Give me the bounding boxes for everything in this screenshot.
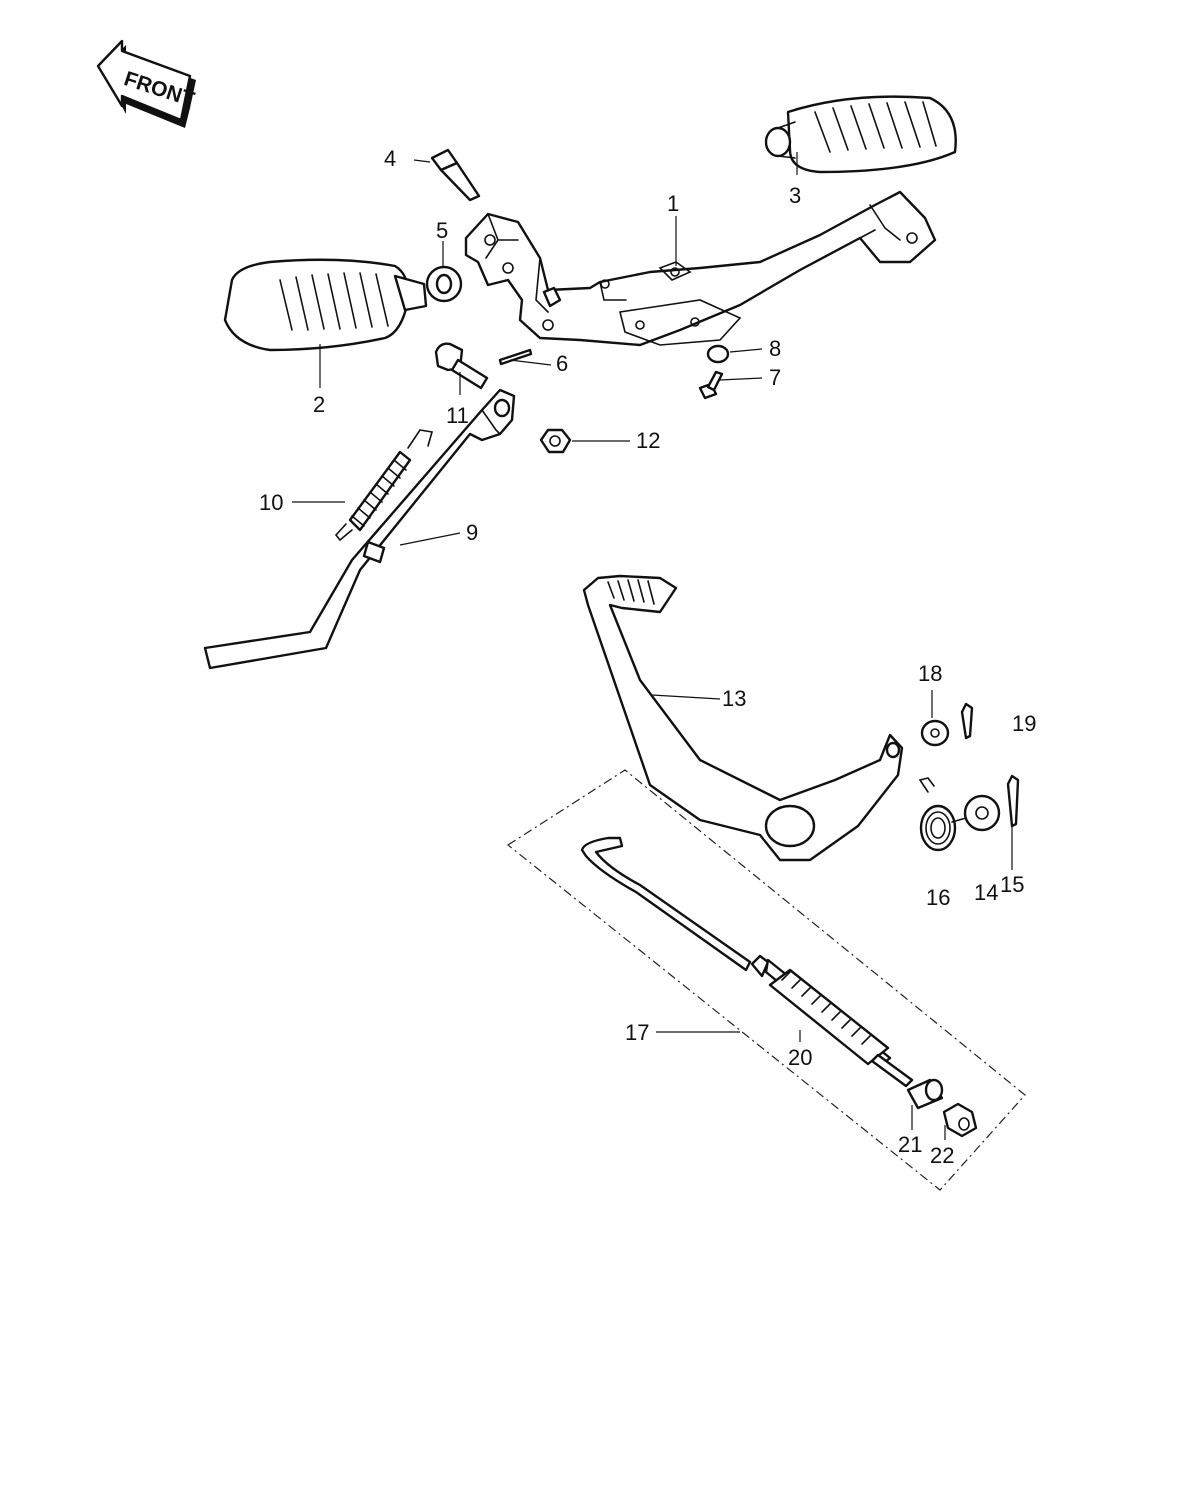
callout-8: 8 bbox=[769, 336, 781, 361]
callout-16: 16 bbox=[926, 885, 950, 910]
callout-19: 19 bbox=[1012, 711, 1036, 736]
washer-small-part bbox=[920, 719, 950, 747]
cotter-pin-part bbox=[498, 348, 533, 366]
footpeg-bracket bbox=[464, 190, 937, 347]
front-arrow-icon: FRONT bbox=[96, 39, 197, 128]
bolt-part bbox=[434, 342, 489, 390]
leader-lines bbox=[292, 152, 1013, 1140]
callout-numbers: 1 2 3 4 5 6 7 8 9 10 11 12 13 14 15 16 1… bbox=[259, 146, 1036, 1168]
assembly-boundary bbox=[506, 769, 1026, 1191]
callout-21: 21 bbox=[898, 1132, 922, 1157]
callout-2: 2 bbox=[313, 392, 325, 417]
torsion-spring-part bbox=[918, 777, 967, 852]
brake-pedal-part bbox=[582, 574, 904, 862]
cotter-pin-small-part bbox=[960, 702, 974, 740]
washer-part bbox=[425, 265, 463, 303]
footpeg-rubber-left bbox=[223, 258, 428, 352]
callout-17: 17 bbox=[625, 1020, 649, 1045]
callout-12: 12 bbox=[636, 428, 660, 453]
side-stand-part bbox=[203, 388, 516, 670]
callout-11: 11 bbox=[446, 403, 469, 428]
washer-large-part bbox=[963, 794, 1001, 832]
callout-4: 4 bbox=[384, 146, 396, 171]
lock-washer-part bbox=[706, 344, 730, 364]
callout-7: 7 bbox=[769, 365, 781, 390]
nut-part bbox=[539, 428, 572, 454]
spring-part bbox=[334, 429, 434, 542]
callout-20: 20 bbox=[788, 1045, 812, 1070]
small-bolt-part bbox=[698, 370, 724, 400]
callout-15: 15 bbox=[1000, 872, 1024, 897]
adjusting-nut-part bbox=[942, 1102, 978, 1138]
callout-14: 14 bbox=[974, 880, 998, 905]
callout-9: 9 bbox=[466, 520, 478, 545]
pin-part bbox=[430, 148, 481, 202]
rod-spring-part bbox=[768, 968, 914, 1088]
callout-13: 13 bbox=[722, 686, 746, 711]
footpeg-rubber-right bbox=[764, 95, 957, 174]
split-pin-part bbox=[1006, 774, 1020, 828]
callout-18: 18 bbox=[918, 661, 942, 686]
collar-part bbox=[906, 1078, 944, 1110]
callout-1: 1 bbox=[667, 191, 679, 216]
callout-3: 3 bbox=[789, 183, 801, 208]
callout-22: 22 bbox=[930, 1143, 954, 1168]
callout-10: 10 bbox=[259, 490, 283, 515]
callout-6: 6 bbox=[556, 351, 568, 376]
callout-5: 5 bbox=[436, 218, 448, 243]
